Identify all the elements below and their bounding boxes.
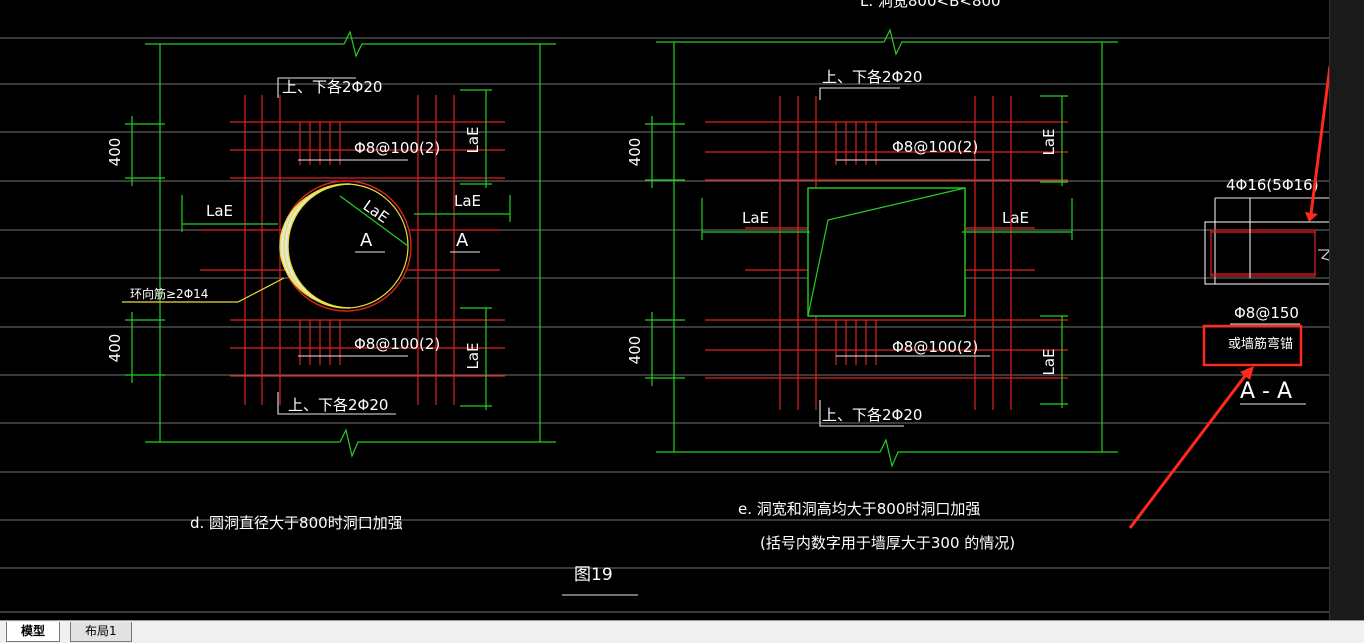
layout-tab-bar: 模型 布局1 [0,620,1364,643]
right-stirrup-bottom-label: Φ8@100(2) [892,338,978,356]
vertical-scrollbar[interactable] [1329,0,1364,620]
section-aa [1204,197,1337,405]
right-lae-top-right: LaE [1040,128,1058,155]
left-lae-right: LaE [454,192,481,210]
section-title: A - A [1240,379,1292,404]
left-dim-top: 400 [106,138,124,167]
section-mark-a-right: A [456,230,469,251]
left-lae-top-right: LaE [464,126,482,153]
section-mark-a-left: A [360,230,373,251]
section-stirrup-label: Φ8@150 [1234,304,1299,322]
right-rebar-bottom-label: 上、下各2Φ20 [822,406,922,424]
left-lae-left: LaE [206,202,233,220]
left-caption: d. 圆洞直径大于800时洞口加强 [190,514,403,532]
annotation-arrows [1128,65,1332,529]
right-detail [645,28,1118,468]
right-dim-top: 400 [626,138,644,167]
right-dim-bottom: 400 [626,336,644,365]
tab-model[interactable]: 模型 [6,622,61,642]
ring-rebar-label: 环向筋≥2Φ14 [130,286,208,301]
grid-lines [0,37,1330,613]
left-stirrup-bottom-label: Φ8@100(2) [354,335,440,353]
right-rebar-top-label: 上、下各2Φ20 [822,68,922,86]
right-lae-bottom-right: LaE [1040,348,1058,375]
top-cut-text: L. 洞宽800<B<800 [860,0,1001,10]
cad-drawing-canvas[interactable]: L. 洞宽800<B<800 [0,0,1364,620]
section-rebar-label: 4Φ16(5Φ16) [1226,176,1319,194]
left-detail [122,30,556,458]
highlight-box [1202,324,1303,367]
left-stirrup-top-label: Φ8@100(2) [354,139,440,157]
right-caption-line2: (括号内数字用于墙厚大于300 的情况) [760,534,1015,552]
tab-layout1[interactable]: 布局1 [70,622,132,642]
right-stirrup-top-label: Φ8@100(2) [892,138,978,156]
left-dim-bottom: 400 [106,334,124,363]
left-rebar-bottom-label: 上、下各2Φ20 [288,396,388,414]
left-lae-bottom-right: LaE [464,342,482,369]
left-rebar-top-label: 上、下各2Φ20 [282,78,382,96]
section-anchor-note: 或墙筋弯锚 [1228,336,1293,352]
right-lae-left: LaE [742,209,769,227]
right-caption-line1: e. 洞宽和洞高均大于800时洞口加强 [738,500,980,518]
figure-title: 图19 [574,565,613,585]
right-lae-right: LaE [1002,209,1029,227]
